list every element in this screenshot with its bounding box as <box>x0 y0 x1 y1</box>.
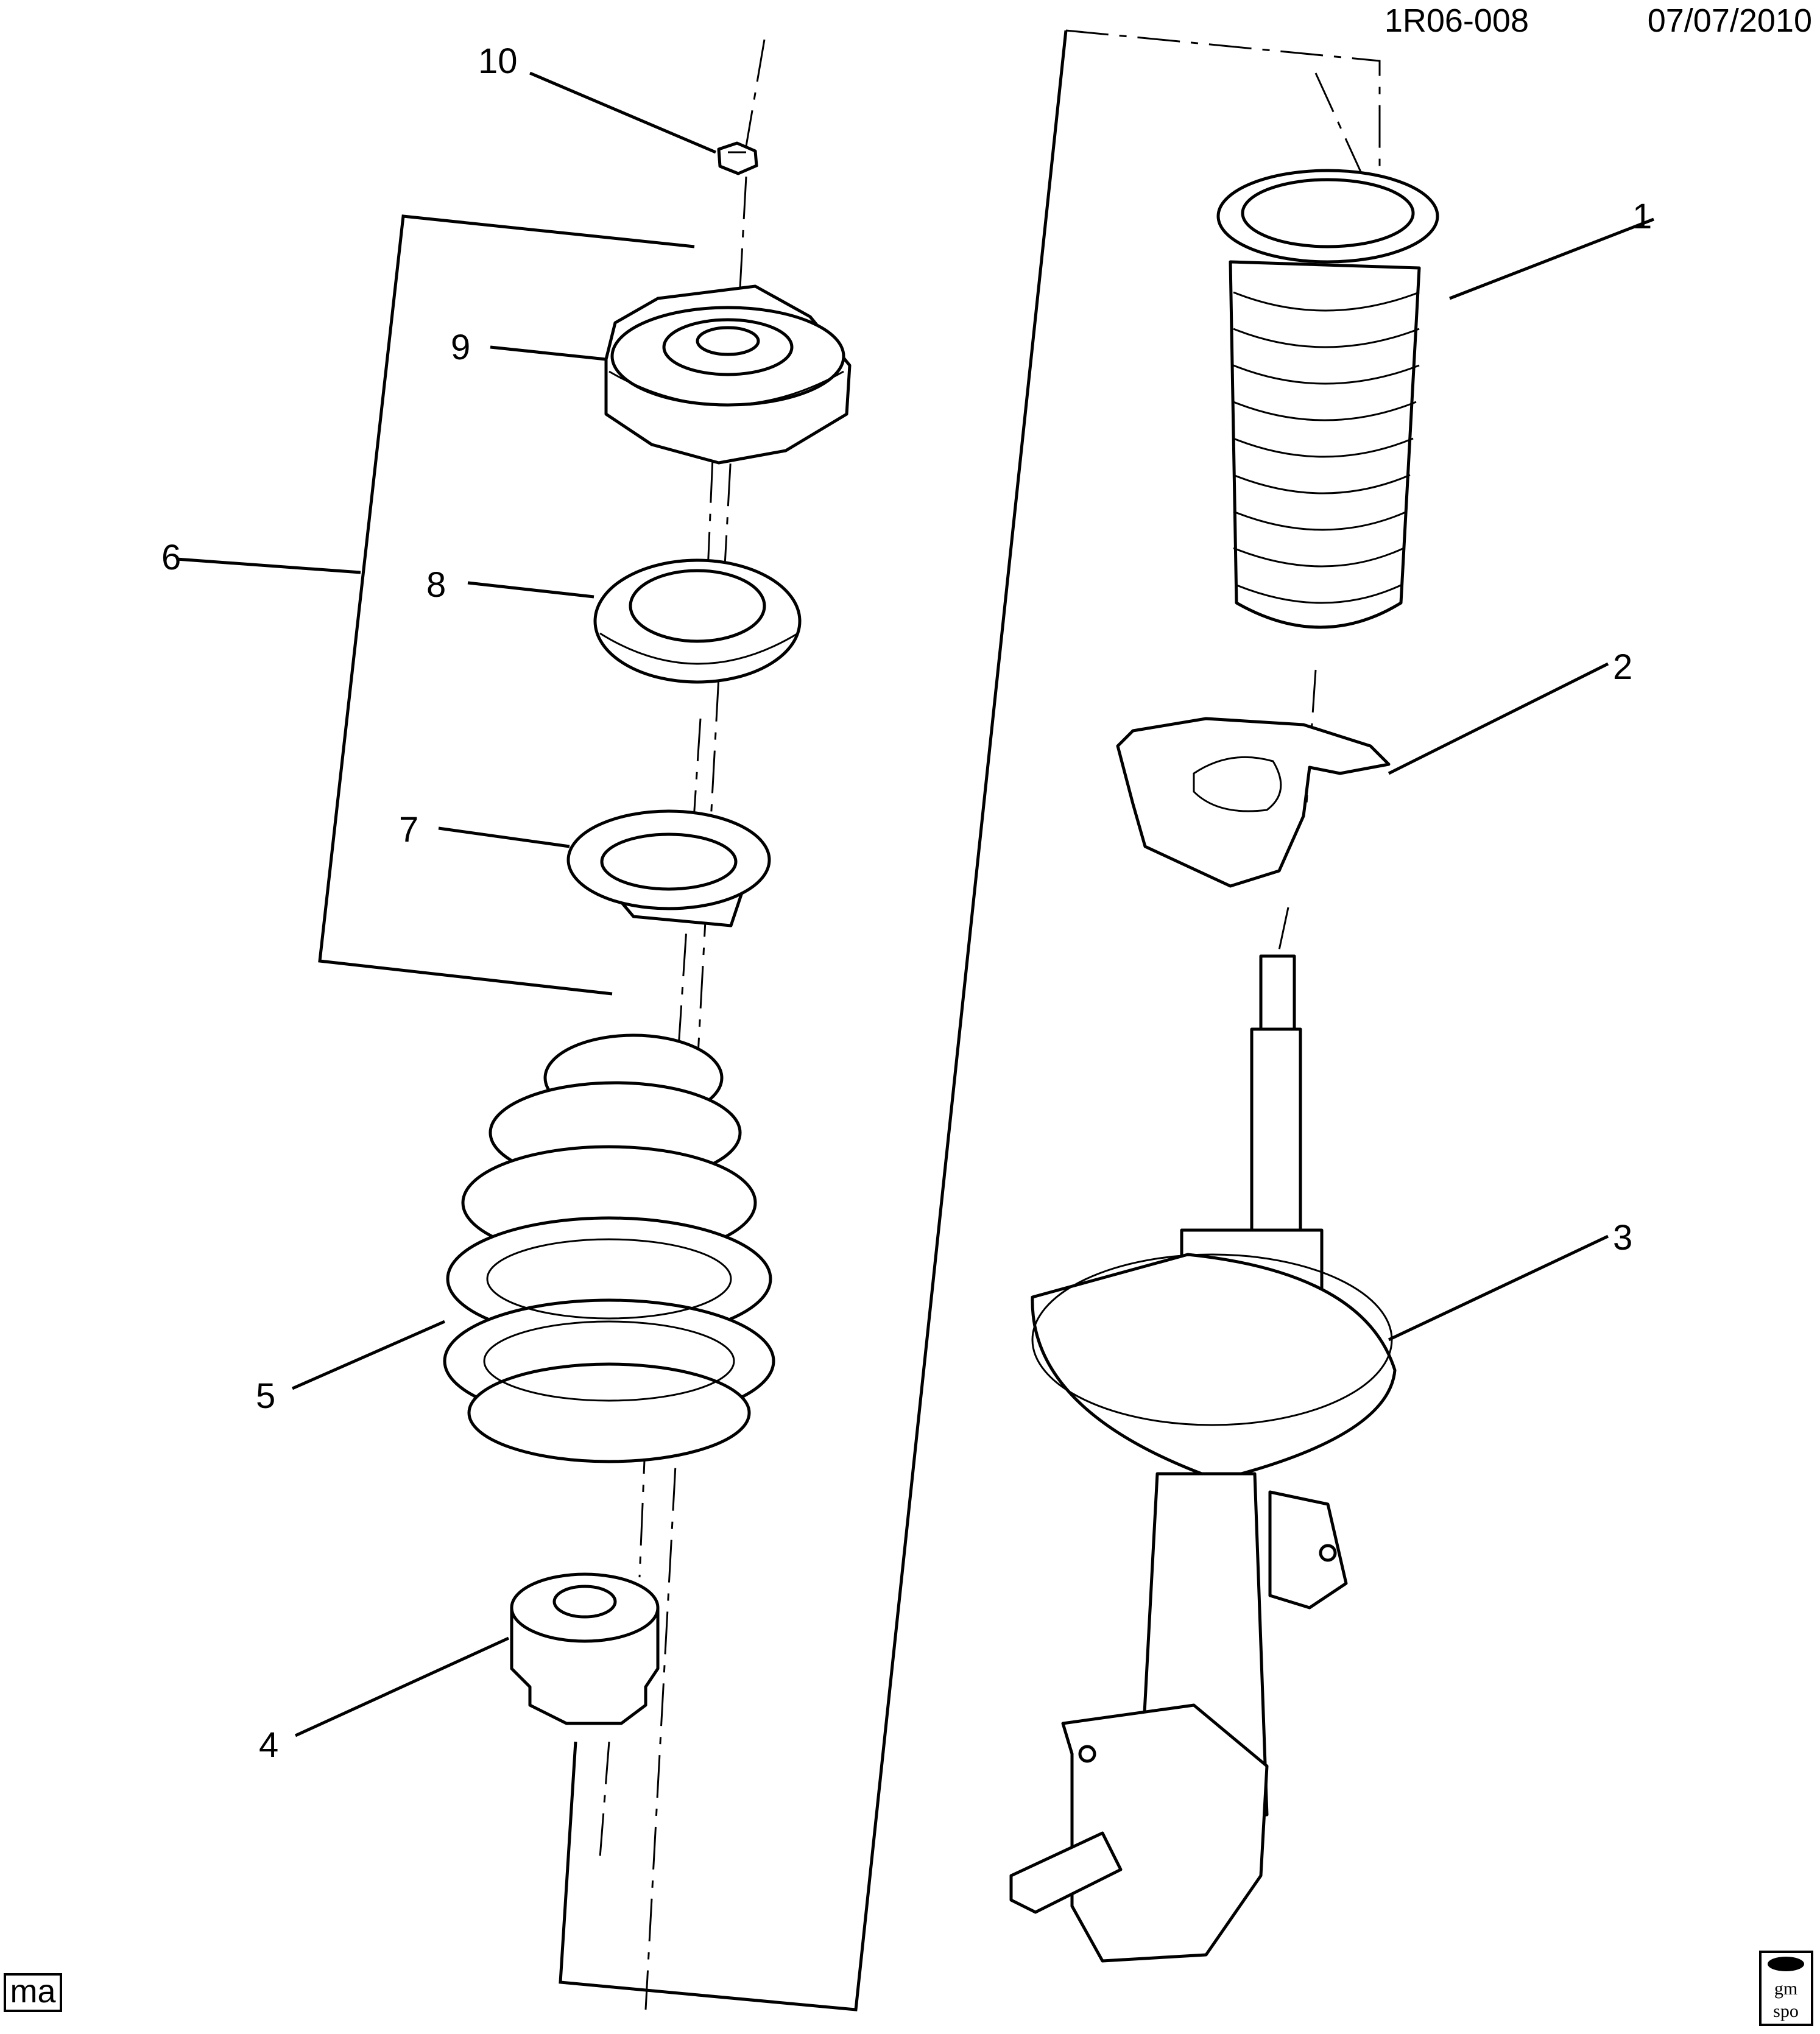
part-10-nut <box>717 141 758 175</box>
part-8-bearing <box>593 558 802 684</box>
svg-text:ma: ma <box>10 1973 56 2010</box>
drawing-date: 07/07/2010 <box>1648 2 1812 39</box>
callout-4: 4 <box>259 1725 278 1765</box>
footer-tag: ma <box>4 1973 62 2012</box>
svg-text:spo: spo <box>1773 2001 1799 2021</box>
part-9-strut-mount <box>604 284 852 465</box>
callout-8: 8 <box>426 565 446 605</box>
callout-1: 1 <box>1632 197 1652 236</box>
assembly-bracket-outer <box>559 29 1381 2011</box>
part-1-dust-boot <box>1216 169 1439 629</box>
callout-7: 7 <box>399 810 418 850</box>
svg-text:gm: gm <box>1774 1979 1797 1999</box>
part-5-coil-spring <box>443 1033 775 1463</box>
callout-2: 2 <box>1613 647 1632 687</box>
drawing-id: 1R06-008 <box>1384 2 1529 39</box>
callout-5: 5 <box>256 1376 275 1416</box>
assembly-bracket-6 <box>176 214 695 996</box>
callout-6: 6 <box>161 538 181 577</box>
part-3-strut <box>1009 954 1397 1963</box>
callout-3: 3 <box>1613 1218 1632 1258</box>
callout-10: 10 <box>478 41 518 81</box>
part-2-spring-insulator <box>1116 717 1391 888</box>
part-7-spring-seat <box>566 809 771 927</box>
gm-spo-logo-icon: gm spo <box>1759 1951 1813 2026</box>
callout-9: 9 <box>451 328 470 367</box>
callout-leaders <box>291 71 1654 1737</box>
part-4-jounce-bumper <box>510 1572 660 1725</box>
